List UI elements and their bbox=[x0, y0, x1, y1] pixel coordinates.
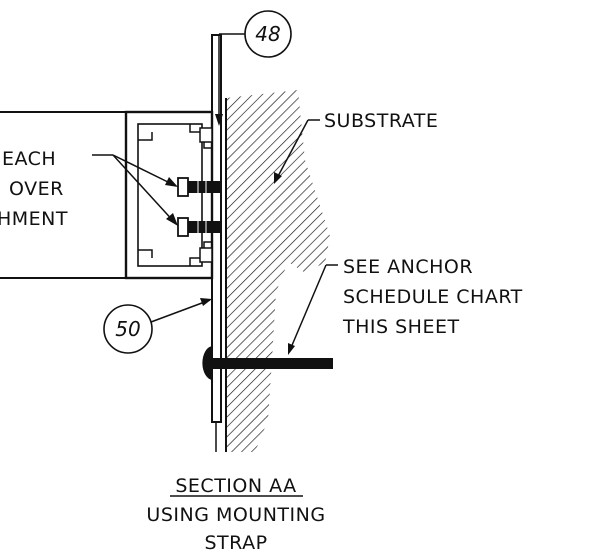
substrate-label: SUBSTRATE bbox=[324, 110, 438, 132]
section-title: SECTION AA bbox=[175, 475, 296, 497]
section-subtitle-line-2: STRAP bbox=[204, 532, 267, 553]
rail-clip-bottom-hook bbox=[203, 241, 212, 248]
rail-box-outer bbox=[124, 110, 214, 280]
left-note-line-2: OVER bbox=[9, 178, 64, 200]
callout-50-text: 50 bbox=[115, 317, 140, 341]
screw-upper-head bbox=[177, 177, 189, 197]
anchor-note-line-2: SCHEDULE CHART bbox=[343, 286, 523, 308]
leader-substrate-diag bbox=[275, 119, 309, 181]
arrowhead-anchor-note bbox=[288, 343, 295, 355]
arrowhead-lower-screw bbox=[166, 213, 178, 226]
anchor-bolt-shank bbox=[213, 358, 333, 369]
arrowhead-50 bbox=[200, 298, 212, 306]
rail-clip-top bbox=[199, 127, 213, 143]
leader-to-lower-screw bbox=[112, 154, 177, 225]
rail-lip-bottom bbox=[138, 249, 200, 266]
arrowhead-48 bbox=[215, 114, 223, 126]
leader-anchor-note-diag bbox=[289, 264, 327, 351]
rail-lip-top bbox=[138, 124, 200, 141]
callout-50-circle bbox=[103, 304, 153, 354]
leader-to-upper-screw bbox=[112, 154, 177, 187]
rail-clip-bottom bbox=[199, 247, 213, 263]
anchor-note-line-1: SEE ANCHOR bbox=[343, 256, 473, 278]
screw-lower-head bbox=[177, 217, 189, 237]
rail-clip-top-hook bbox=[203, 142, 212, 149]
arrowhead-substrate bbox=[274, 172, 282, 184]
arrowhead-upper-screw bbox=[165, 177, 178, 187]
callout-48-text: 48 bbox=[255, 22, 280, 46]
section-subtitle-line-1: USING MOUNTING bbox=[146, 504, 325, 526]
anchor-note-line-3: THIS SHEET bbox=[342, 316, 460, 338]
anchor-bolt-head bbox=[202, 346, 213, 380]
left-note-line-1: EACH bbox=[2, 148, 56, 170]
left-note-line-3: HMENT bbox=[0, 208, 68, 230]
screw-upper-shank bbox=[188, 181, 220, 193]
substrate-hatch bbox=[226, 90, 330, 452]
leader-50 bbox=[150, 299, 211, 323]
screw-lower-shank bbox=[188, 221, 220, 233]
rail-box-inner bbox=[137, 123, 203, 267]
